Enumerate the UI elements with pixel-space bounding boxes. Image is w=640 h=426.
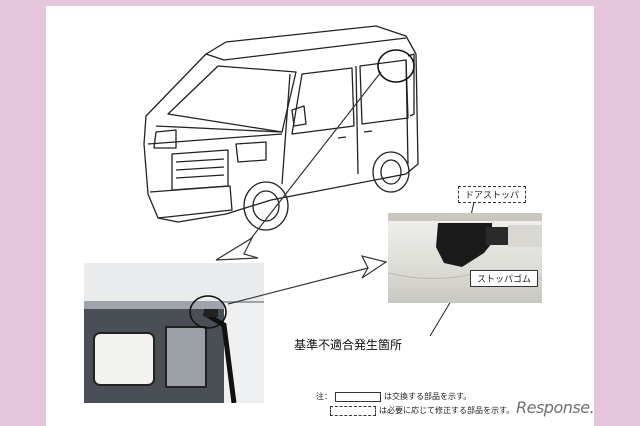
note-replace-text: は交換する部品を示す。 bbox=[384, 392, 472, 401]
note-repair-text: は必要に応じて修正する部品を示す。 bbox=[379, 406, 515, 415]
note-prefix: 注： bbox=[316, 392, 332, 401]
solid-box-swatch bbox=[335, 392, 381, 402]
door-stopper-label: ドアストッパ bbox=[458, 186, 527, 203]
detail-circle bbox=[189, 71, 475, 337]
document-sheet: ドアストッパ ストッパゴム 基準不適合発生箇所 注： は交換する部品を示す。 は… bbox=[46, 6, 594, 426]
stopper-closeup-photo bbox=[388, 213, 542, 303]
response-watermark: Response. bbox=[516, 398, 595, 417]
defect-location-label: 基準不適合発生箇所 bbox=[294, 338, 403, 352]
dashed-box-swatch bbox=[330, 406, 376, 416]
door-interior-photo bbox=[84, 263, 264, 403]
van-illustration bbox=[143, 25, 419, 231]
legend-note: 注： は交換する部品を示す。 は必要に応じて修正する部品を示す。 bbox=[316, 390, 514, 418]
stopper-rubber-label: ストッパゴム bbox=[470, 270, 539, 287]
